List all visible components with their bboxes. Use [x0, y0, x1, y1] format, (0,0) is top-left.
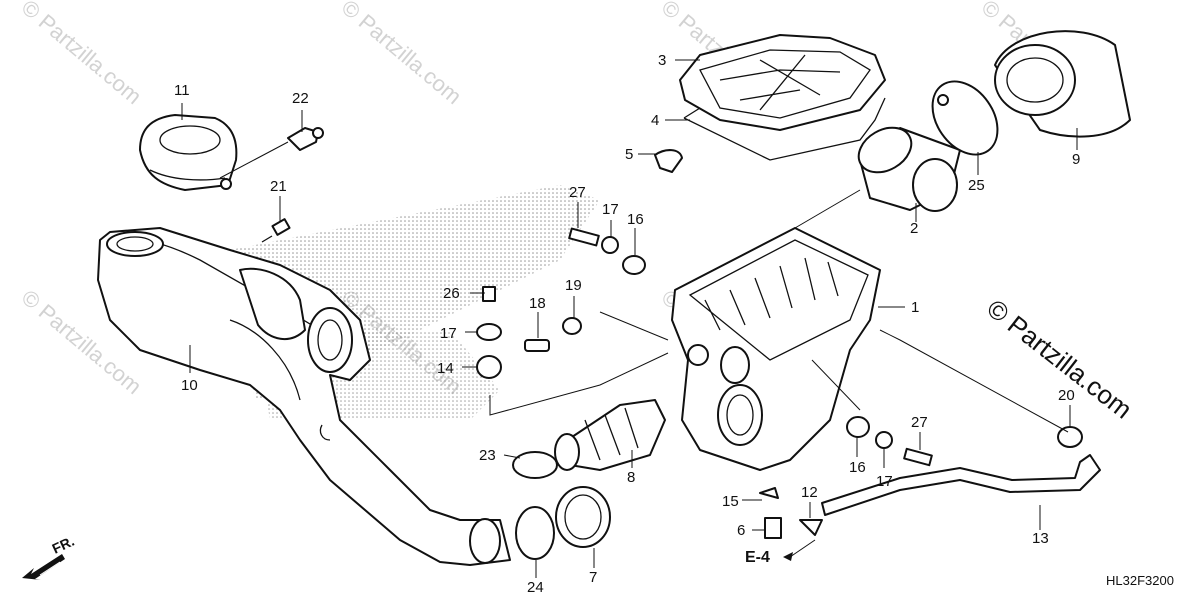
- drain-hose-part: [821, 454, 1101, 516]
- callout-27: 27: [569, 184, 586, 201]
- callout-27: 27: [911, 414, 928, 431]
- callout-19: 19: [565, 277, 582, 294]
- front-direction-arrow-icon: [22, 554, 65, 580]
- joint-band-part: [555, 486, 611, 548]
- callout-8: 8: [627, 469, 635, 486]
- callout-23: 23: [479, 447, 496, 464]
- band-screw: [937, 94, 949, 106]
- hose-clamp-part: [515, 506, 555, 560]
- callout-7: 7: [589, 569, 597, 586]
- callout-numbers: 1 2 3 4 5 6 7 8 9 10 11 12 13 14 15 16 1…: [174, 52, 1080, 596]
- callout-6: 6: [737, 522, 745, 539]
- callout-2: 2: [910, 220, 918, 237]
- watermark-text: © Partzilla.com: [17, 0, 147, 109]
- duct-cover-part: [139, 114, 238, 191]
- callout-9: 9: [1072, 151, 1080, 168]
- air-cleaner-case-part: [671, 227, 881, 471]
- callout-18: 18: [529, 295, 546, 312]
- intake-duct-part: [97, 227, 511, 566]
- callout-10: 10: [181, 377, 198, 394]
- connecting-tube-part: [554, 399, 666, 471]
- clip-part: [287, 127, 324, 151]
- callout-12: 12: [801, 484, 818, 501]
- callout-4: 4: [651, 112, 659, 129]
- brand-text: © Partzilla.com: [981, 293, 1138, 425]
- reference-arrow-icon: [783, 552, 793, 561]
- callout-5: 5: [625, 146, 633, 163]
- callout-25: 25: [968, 177, 985, 194]
- direction-label: FR.: [50, 533, 77, 557]
- callout-17: 17: [440, 325, 457, 342]
- reference-label: E-4: [745, 549, 770, 566]
- callout-16: 16: [627, 211, 644, 228]
- fastener-parts: [476, 227, 1083, 539]
- callout-3: 3: [658, 52, 666, 69]
- hose-clamp-part: [512, 451, 558, 479]
- callout-22: 22: [292, 90, 309, 107]
- watermark-text: © Partzilla.com: [337, 0, 467, 109]
- air-filter-element-part: [857, 126, 961, 212]
- callout-14: 14: [437, 360, 454, 377]
- callout-26: 26: [443, 285, 460, 302]
- clamp-clip-part: [654, 149, 683, 173]
- lid-seal-part: [683, 97, 886, 161]
- leader-lines: [181, 59, 1078, 578]
- air-box-lid-part: [679, 34, 886, 131]
- callout-21: 21: [270, 178, 287, 195]
- callout-17: 17: [602, 201, 619, 218]
- callout-15: 15: [722, 493, 739, 510]
- reference-lines: [219, 141, 1069, 433]
- callout-11: 11: [174, 82, 190, 99]
- outer-filter-part: [994, 30, 1131, 138]
- callout-1: 1: [911, 299, 919, 316]
- callout-16: 16: [849, 459, 866, 476]
- callout-20: 20: [1058, 387, 1075, 404]
- bolt-part: [261, 218, 291, 243]
- diagram-code: HL32F3200: [1106, 573, 1174, 588]
- callout-24: 24: [527, 579, 544, 596]
- callout-17: 17: [876, 473, 893, 490]
- callout-13: 13: [1032, 530, 1049, 547]
